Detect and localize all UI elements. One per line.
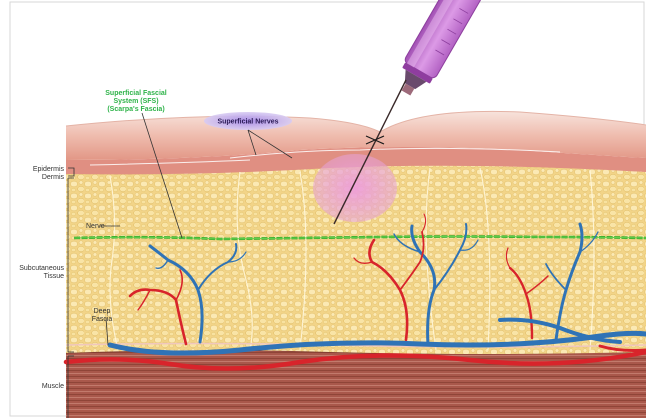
deep-fascia-label-line-2: Fascia <box>92 316 113 323</box>
sfs-label-line-3: (Scarpa's Fascia) <box>107 106 164 113</box>
nerve-label: Nerve <box>86 223 105 230</box>
subcutaneous-label-line-2: Tissue <box>44 273 64 280</box>
muscle-label: Muscle <box>42 383 64 390</box>
superficial-nerves-label: Superficial Nerves <box>217 119 278 126</box>
sfs-label-line-2: System (SFS) <box>113 98 158 105</box>
dermis-label: Dermis <box>42 174 65 181</box>
deep-fascia-label-line-1: Deep <box>94 308 111 315</box>
injection-zone <box>313 154 397 222</box>
subcutaneous-label-line-1: Subcutaneous <box>19 265 64 272</box>
sfs-label-line-1: Superficial Fascial <box>105 90 167 97</box>
epidermis-label: Epidermis <box>33 166 65 173</box>
